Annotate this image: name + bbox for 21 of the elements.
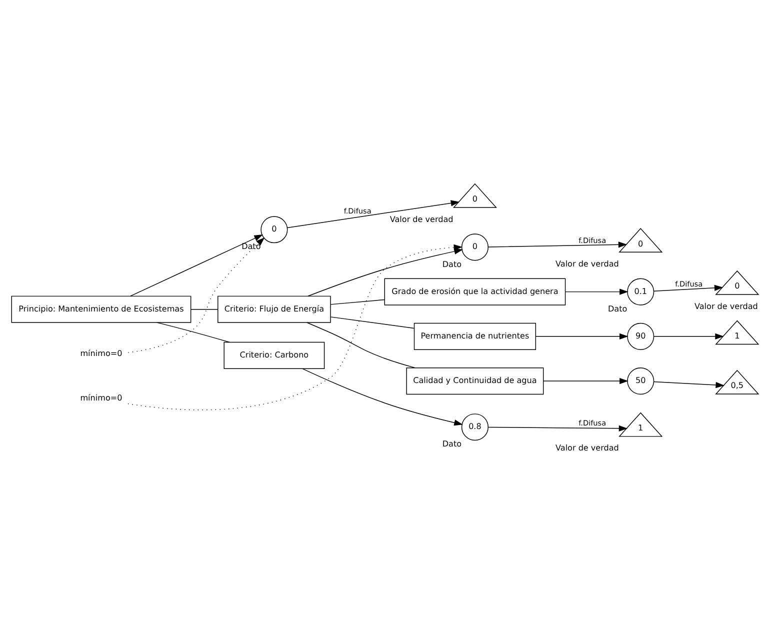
edge-label: f.Difusa (578, 418, 606, 428)
connector (306, 322, 416, 368)
connector (190, 309, 218, 310)
arrow (488, 425, 628, 432)
arrow (535, 333, 628, 340)
arrow (653, 381, 724, 388)
connector (156, 322, 230, 343)
arrow (302, 368, 463, 426)
arrow (654, 333, 724, 340)
connector (330, 299, 385, 305)
arrow (653, 284, 724, 292)
arrow (128, 237, 265, 353)
arrow (543, 378, 628, 384)
arrow (287, 200, 460, 228)
connector (330, 316, 414, 329)
arrow (488, 242, 628, 248)
arrow (565, 288, 628, 295)
edge-label: f.Difusa (675, 280, 703, 289)
edge-label: f.Difusa (344, 206, 372, 216)
arrow (130, 234, 263, 296)
edge-label: f.Difusa (578, 236, 606, 245)
